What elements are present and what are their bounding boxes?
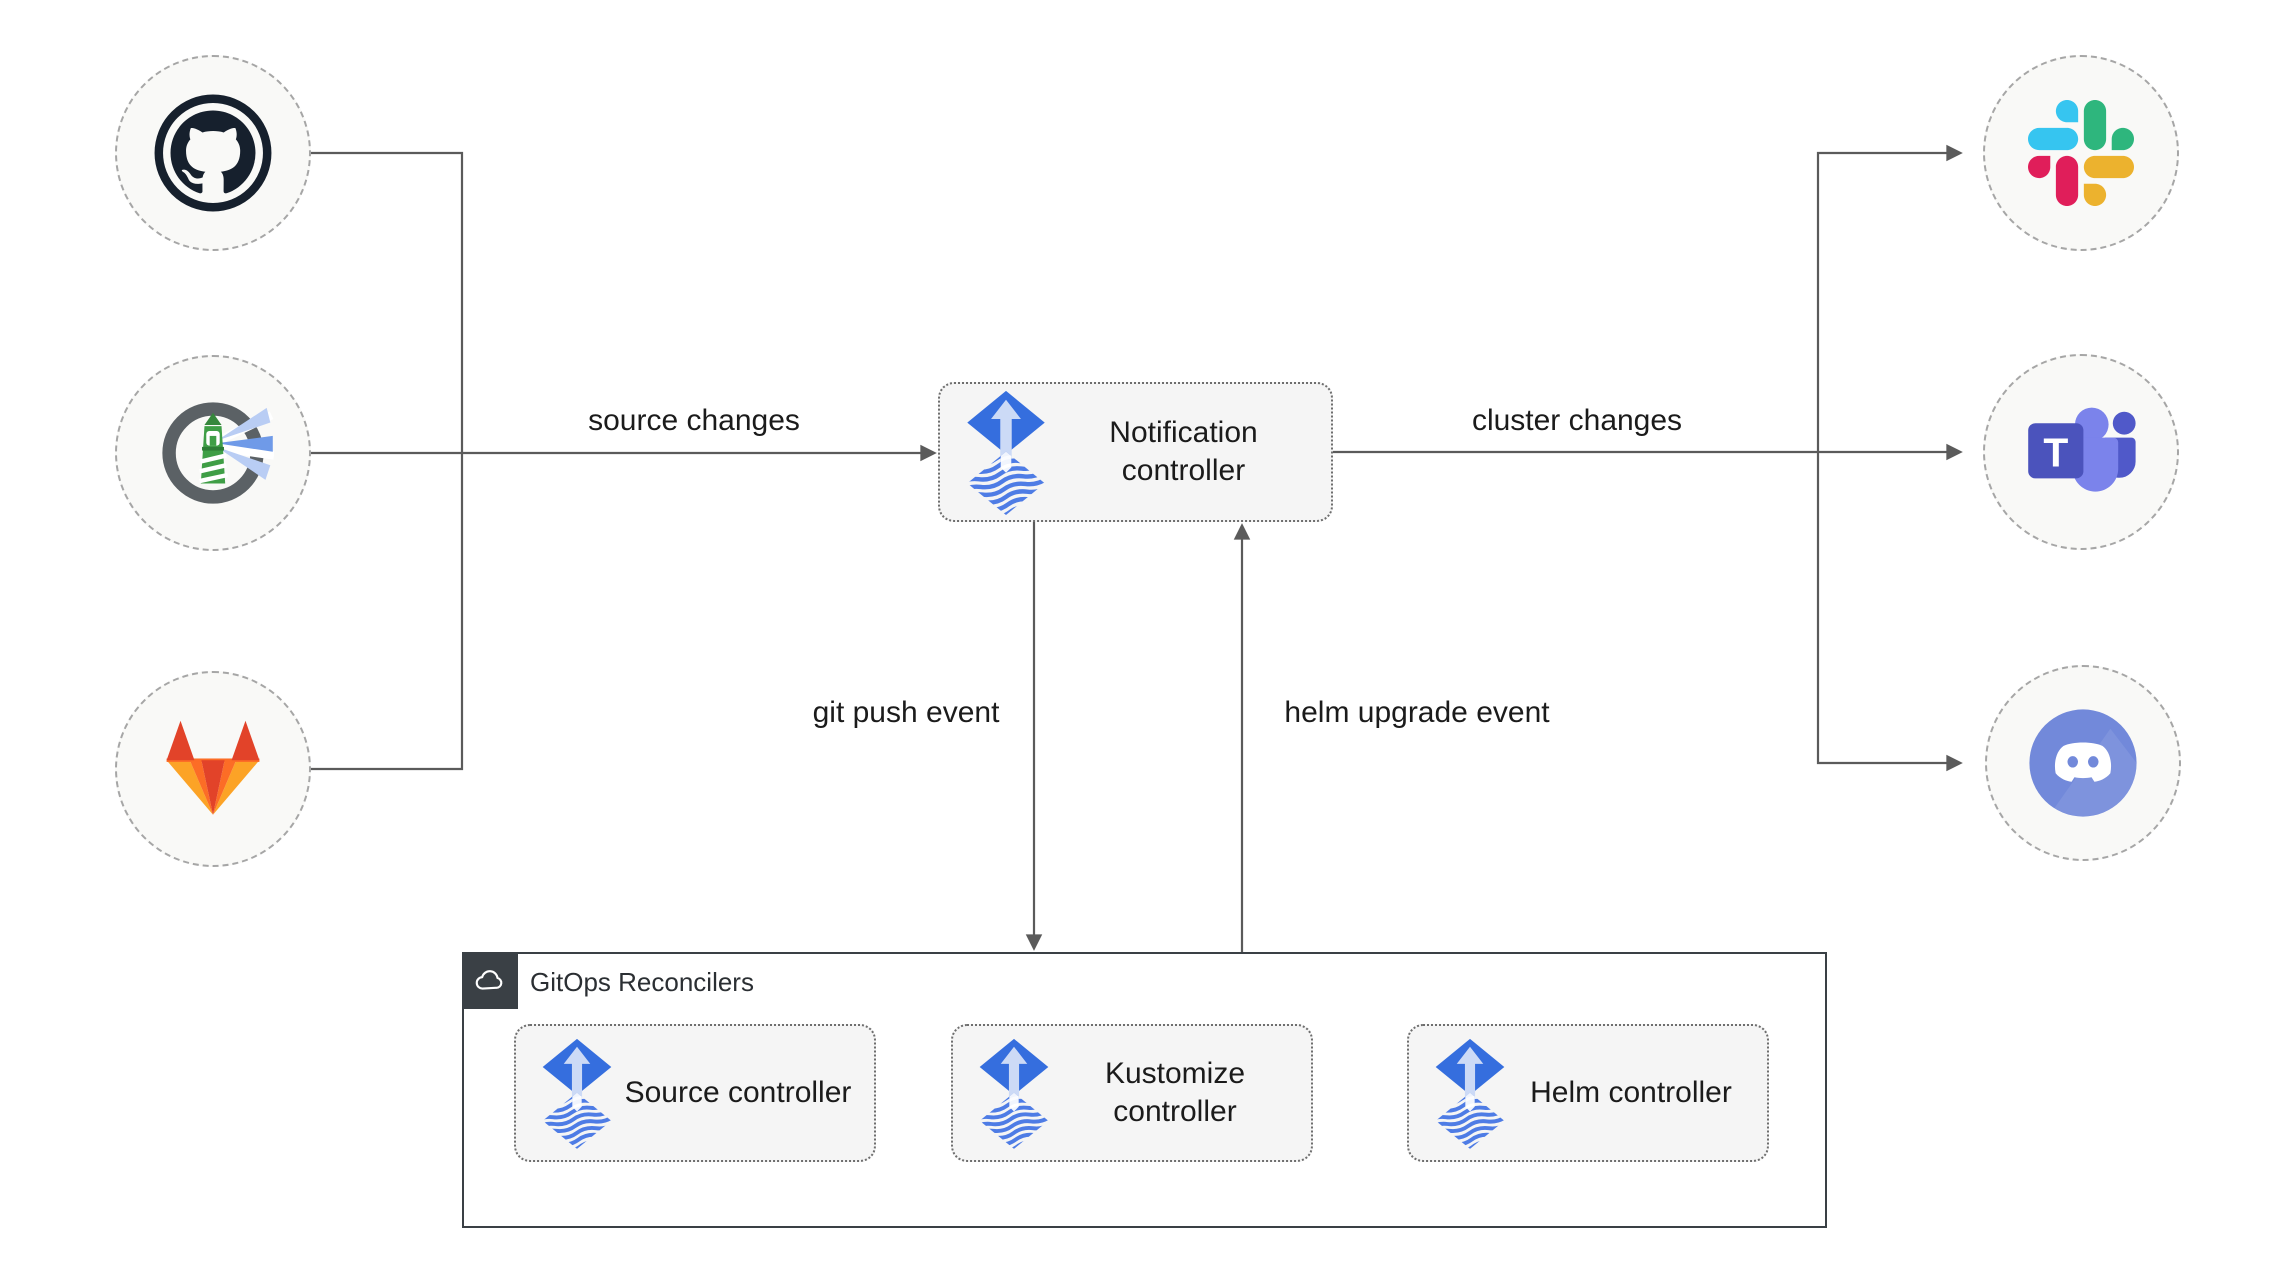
node-discord xyxy=(1985,665,2181,861)
cloud-icon xyxy=(475,969,503,990)
flux-icon xyxy=(538,1038,616,1149)
edge-cluster-changes-discord xyxy=(1816,452,1963,772)
edge-label-git-push-event: git push event xyxy=(812,696,1000,729)
microsoft-teams-icon: T xyxy=(2028,407,2136,492)
edge-label-cluster-changes: cluster changes xyxy=(1471,404,1683,437)
node-label: Kustomize controller xyxy=(1104,1057,1246,1128)
flux-icon xyxy=(962,390,1050,515)
node-label: Source controller xyxy=(624,1076,852,1109)
node-harbor xyxy=(115,355,311,551)
slack-icon xyxy=(2028,100,2134,206)
node-helm-controller: Helm controller xyxy=(1407,1024,1769,1162)
node-source-controller: Source controller xyxy=(514,1024,876,1162)
node-gitlab xyxy=(115,671,311,867)
discord-icon xyxy=(2029,709,2137,817)
edge-sources-bus xyxy=(311,151,464,771)
node-label: Helm controller xyxy=(1530,1076,1732,1109)
edge-label-source-changes: source changes xyxy=(588,404,800,437)
github-icon xyxy=(154,94,272,212)
flux-icon xyxy=(1431,1038,1509,1149)
gitlab-icon xyxy=(166,720,260,815)
cloud-badge xyxy=(462,952,518,1009)
edge-label-helm-upgrade-event: helm upgrade event xyxy=(1284,696,1550,729)
harbor-icon xyxy=(162,402,274,504)
node-microsoft-teams: T xyxy=(1983,354,2179,550)
group-label: GitOps Reconcilers xyxy=(530,967,754,997)
flux-icon xyxy=(975,1038,1053,1149)
node-kustomize-controller: Kustomize controller xyxy=(951,1024,1313,1162)
node-slack xyxy=(1983,55,2179,251)
node-github xyxy=(115,55,311,251)
node-label: Notification controller xyxy=(1109,416,1258,487)
edge-cluster-changes-slack xyxy=(1816,144,1963,452)
node-notification-controller: Notification controller xyxy=(938,382,1333,522)
teams-letter: T xyxy=(2043,429,2068,475)
